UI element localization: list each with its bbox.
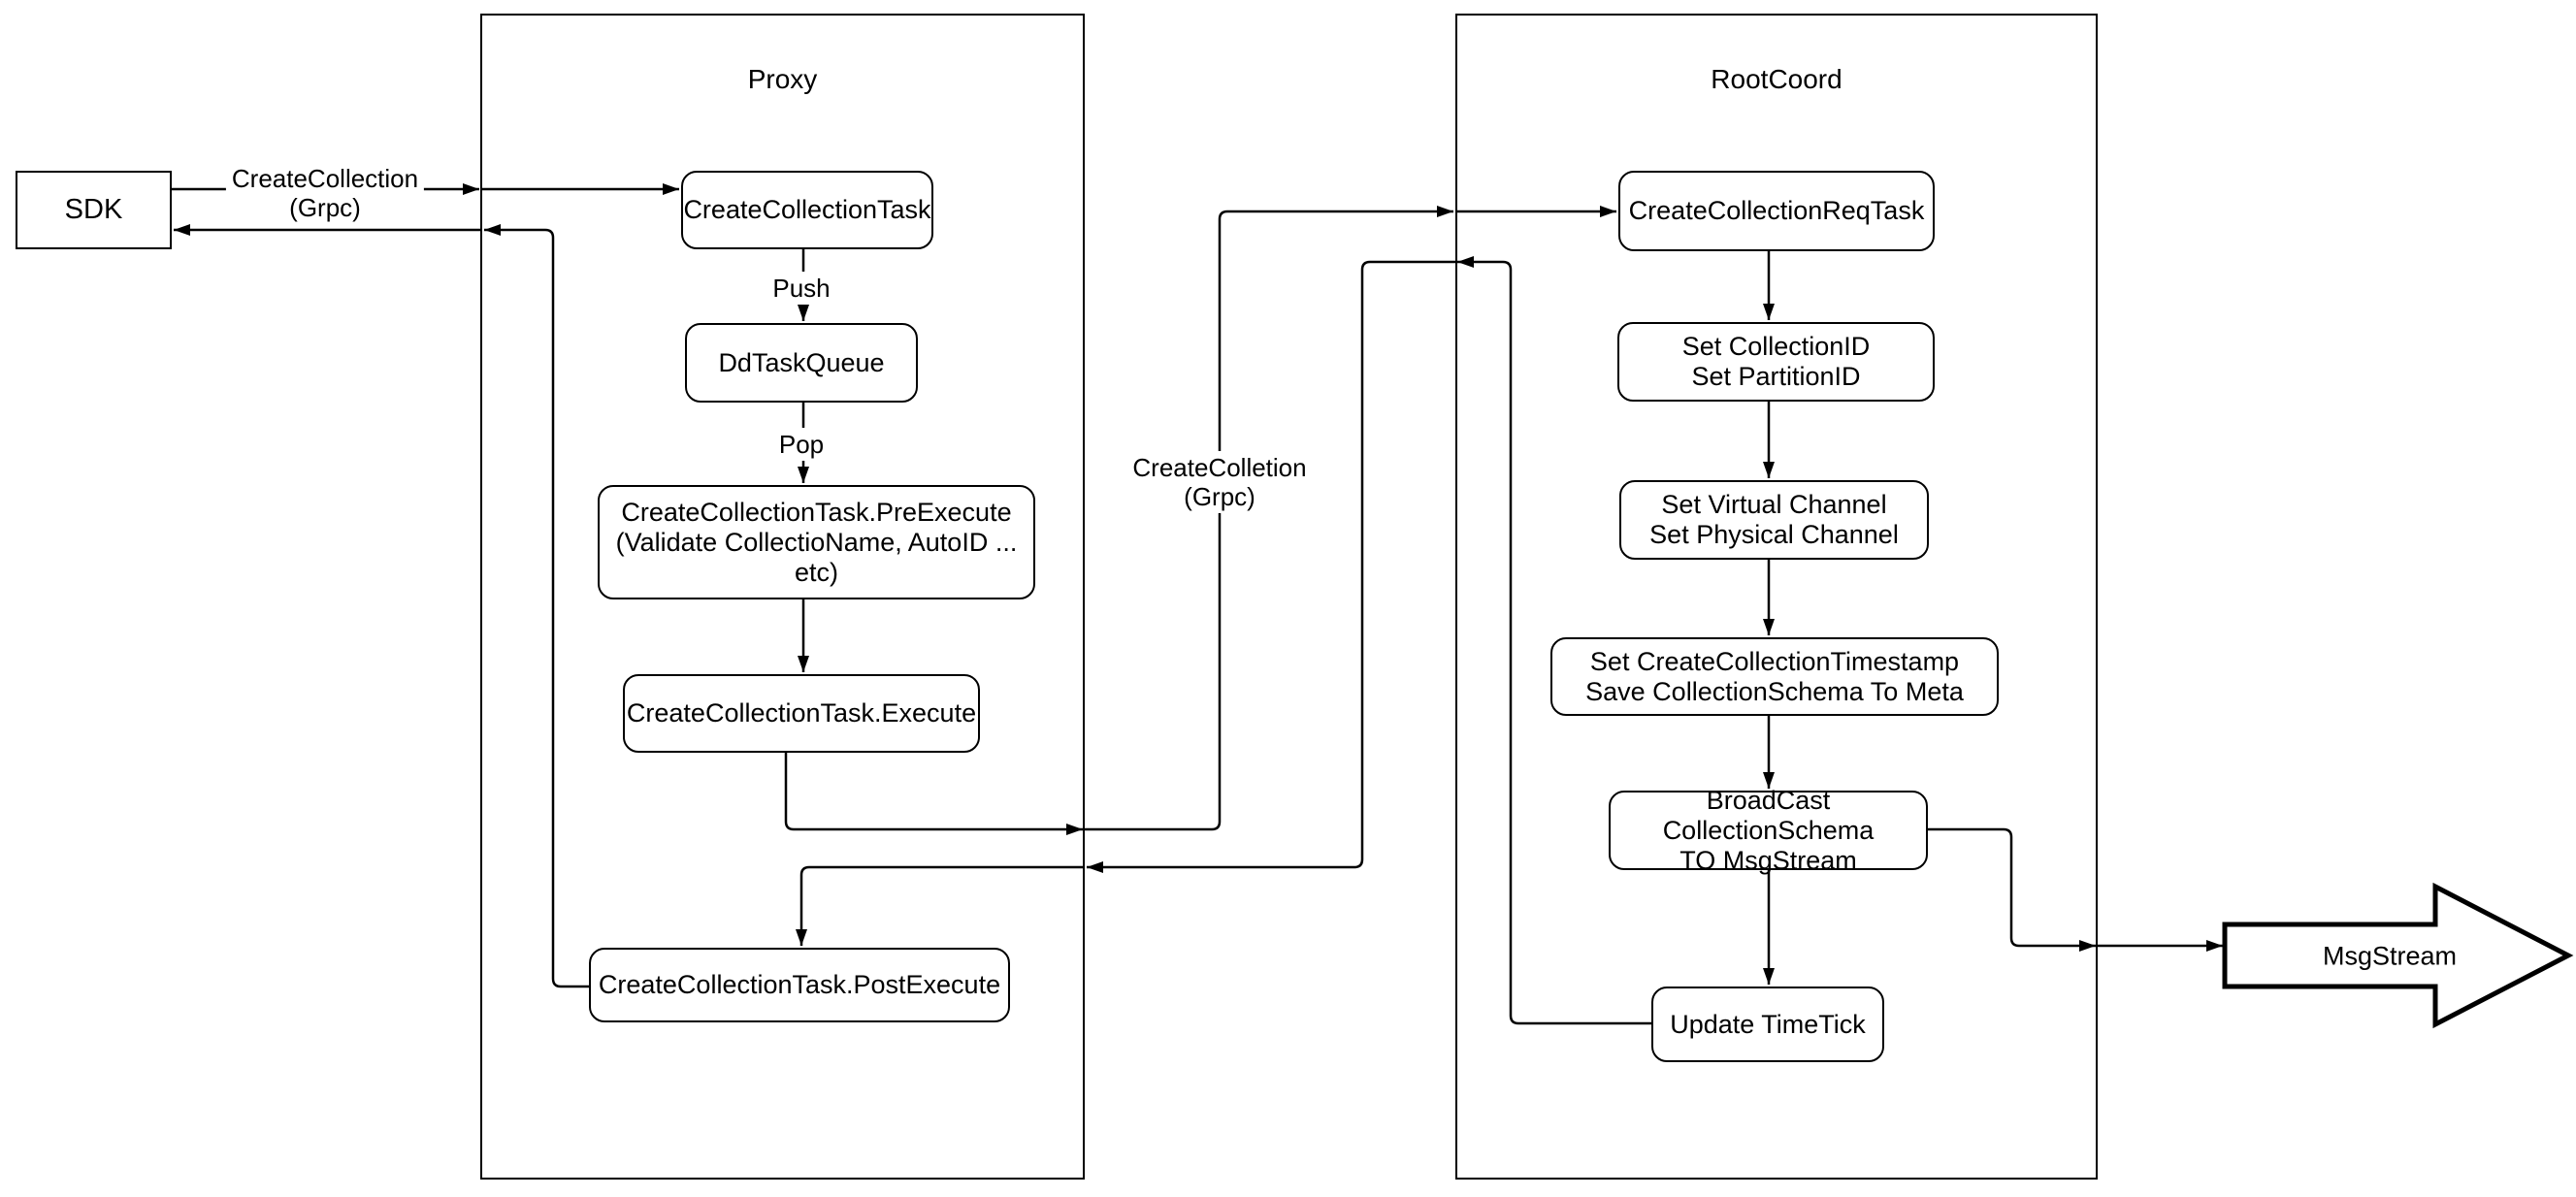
edge-execute-out <box>784 753 1083 835</box>
edge-postexecute-return <box>484 224 589 988</box>
set-timestamp-node: Set CreateCollectionTimestamp Save Colle… <box>1550 637 1999 716</box>
edge-return-to-postexecute <box>796 865 1085 946</box>
push-edge-label: Push <box>766 272 836 305</box>
broadcast-line2: TO MsgStream <box>1679 845 1857 875</box>
broadcast-node: BroadCast CollectionSchema TO MsgStream <box>1609 786 1928 875</box>
post-execute-label: CreateCollectionTask.PostExecute <box>598 970 1001 999</box>
execute-node: CreateCollectionTask.Execute <box>623 674 980 753</box>
proxy-title: Proxy <box>747 64 818 94</box>
set-channels-line1: Set Virtual Channel <box>1661 490 1887 519</box>
proxy-grpc-edge-label-line2: (Grpc) <box>1184 482 1255 511</box>
edge-timetick-return-up <box>1457 256 1651 1025</box>
broadcast-line1: BroadCast CollectionSchema <box>1662 785 1875 845</box>
pop-edge-label: Pop <box>772 428 831 461</box>
dd-task-queue-label: DdTaskQueue <box>718 347 885 377</box>
create-collection-task-label: CreateCollectionTask <box>683 195 931 224</box>
set-timestamp-line1: Set CreateCollectionTimestamp <box>1589 646 1960 676</box>
update-timetick-label: Update TimeTick <box>1670 1009 1866 1039</box>
msgstream-label: MsgStream <box>2322 941 2458 971</box>
edge-return-down-left <box>1087 260 1455 873</box>
update-timetick-node: Update TimeTick <box>1651 987 1884 1062</box>
set-ids-node: Set CollectionID Set PartitionID <box>1617 322 1935 402</box>
pre-execute-line1: CreateCollectionTask.PreExecute <box>621 497 1012 527</box>
edge-grpc-up-right <box>1085 206 1453 831</box>
sdk-grpc-edge-label: CreateCollection (Grpc) <box>225 162 425 224</box>
proxy-container: Proxy <box>480 14 1085 1180</box>
create-collection-req-task-label: CreateCollectionReqTask <box>1628 196 1925 225</box>
sdk-grpc-edge-label-line1: CreateCollection <box>231 164 419 193</box>
sdk-node: SDK <box>16 171 172 249</box>
set-channels-node: Set Virtual Channel Set Physical Channel <box>1619 480 1929 560</box>
execute-label: CreateCollectionTask.Execute <box>626 698 977 728</box>
rootcoord-container: RootCoord <box>1455 14 2098 1180</box>
set-timestamp-line2: Save CollectionSchema To Meta <box>1585 676 1964 706</box>
proxy-grpc-edge-label: CreateColletion (Grpc) <box>1126 451 1313 513</box>
post-execute-node: CreateCollectionTask.PostExecute <box>589 948 1010 1022</box>
create-collection-req-task-node: CreateCollectionReqTask <box>1618 171 1935 251</box>
pre-execute-line2: (Validate CollectioName, AutoID ... etc) <box>615 527 1018 587</box>
edge-broadcast-to-border <box>1928 827 2096 952</box>
rootcoord-title: RootCoord <box>1711 64 1842 94</box>
sdk-grpc-edge-label-line2: (Grpc) <box>289 193 361 222</box>
dd-task-queue-node: DdTaskQueue <box>685 323 918 403</box>
msgstream-arrow-shape <box>2222 882 2574 1029</box>
sdk-label: SDK <box>64 194 123 225</box>
set-ids-line2: Set PartitionID <box>1691 362 1861 391</box>
create-collection-task-node: CreateCollectionTask <box>681 171 933 249</box>
proxy-grpc-edge-label-line1: CreateColletion <box>1132 453 1307 482</box>
set-channels-line2: Set Physical Channel <box>1649 520 1899 549</box>
set-ids-line1: Set CollectionID <box>1681 332 1871 361</box>
pre-execute-node: CreateCollectionTask.PreExecute (Validat… <box>598 485 1035 599</box>
